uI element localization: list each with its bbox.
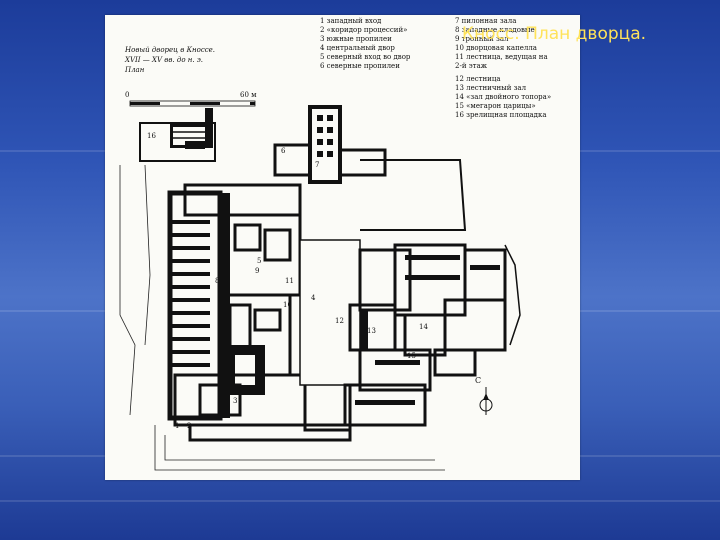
- north-arrow: С: [475, 376, 493, 415]
- east-terrace-line: [504, 244, 521, 346]
- room-number: 8: [215, 277, 219, 285]
- room-number-labels: 1 2 3 4 5 6 7 8 9 10 11 12 13 14 15 16: [147, 132, 428, 430]
- legend-item: 10 дворцовая капелла: [455, 44, 537, 52]
- plan-caption-line-3: План: [124, 66, 145, 74]
- room-number: 7: [315, 161, 319, 169]
- room-number: 6: [281, 147, 286, 155]
- scale-bar: 0 60 м: [125, 91, 257, 107]
- legend-item: 7 пилонная зала: [455, 17, 516, 25]
- south-wing-light-room: [235, 355, 255, 385]
- terrain-lines: [119, 164, 445, 471]
- legend-item: 12 лестница: [455, 75, 501, 83]
- room-number: 9: [255, 267, 259, 275]
- legend-item: 6 северные пропилеи: [320, 62, 400, 70]
- room-number: 12: [335, 317, 344, 325]
- legend-item: 15 «мегарон царицы»: [455, 102, 536, 110]
- legend-item: 4 центральный двор: [320, 44, 395, 52]
- legend-item: 9 тронный зал: [455, 35, 509, 43]
- room-number: 3: [233, 397, 237, 405]
- room-number: 10: [283, 301, 292, 309]
- south-rooms: [173, 373, 352, 442]
- east-wing-walls: [355, 255, 500, 405]
- room-number: 2: [187, 422, 191, 430]
- north-label: С: [475, 376, 481, 385]
- legend-item: 1 западный вход: [320, 17, 382, 25]
- plan-caption-line-1: Новый дворец в Кноссе.: [124, 46, 215, 54]
- room-number: 13: [367, 327, 376, 335]
- legend-item: 16 зрелищная площадка: [455, 111, 547, 119]
- north-entrance: [273, 105, 387, 184]
- scale-end: 60 м: [240, 91, 257, 99]
- sea-wave: [0, 500, 720, 502]
- room-number: 16: [147, 132, 156, 140]
- legend-item: 2 «коридор процессий»: [320, 26, 407, 34]
- legend-item: 5 северный вход во двор: [320, 53, 411, 61]
- room-number: 4: [311, 294, 316, 302]
- plan-legend-right: 7 пилонная зала 8 западные кладовые 9 тр…: [455, 17, 551, 119]
- room-number: 1: [175, 422, 179, 430]
- legend-item: 3 южные пропилеи: [320, 35, 392, 43]
- room-number: 14: [419, 323, 428, 331]
- palace-plan-drawing: Новый дворец в Кноссе. XVII — XV вв. до …: [119, 17, 551, 471]
- legend-item: 13 лестничный зал: [455, 84, 527, 92]
- slide-title: Кносс. План дворца.: [462, 24, 647, 44]
- scale-start: 0: [125, 91, 129, 99]
- legend-item: 8 западные кладовые: [455, 26, 535, 34]
- room-number: 5: [257, 257, 261, 265]
- east-wing: [343, 243, 507, 427]
- room-number: 11: [285, 277, 294, 285]
- north-east-outline: [360, 159, 467, 231]
- room-number: 15: [407, 352, 416, 360]
- legend-item: 11 лестница, ведущая на: [455, 53, 548, 61]
- plan-caption-line-2: XVII — XV вв. до н. э.: [124, 56, 203, 64]
- legend-item: 14 «зал двойного топора»: [455, 93, 551, 101]
- legend-item: 2-й этаж: [455, 62, 488, 70]
- palace-plan-image: Новый дворец в Кноссе. XVII — XV вв. до …: [105, 15, 580, 480]
- viewing-area: [139, 108, 216, 162]
- plan-legend-left: 1 западный вход 2 «коридор процессий» 3 …: [320, 17, 411, 70]
